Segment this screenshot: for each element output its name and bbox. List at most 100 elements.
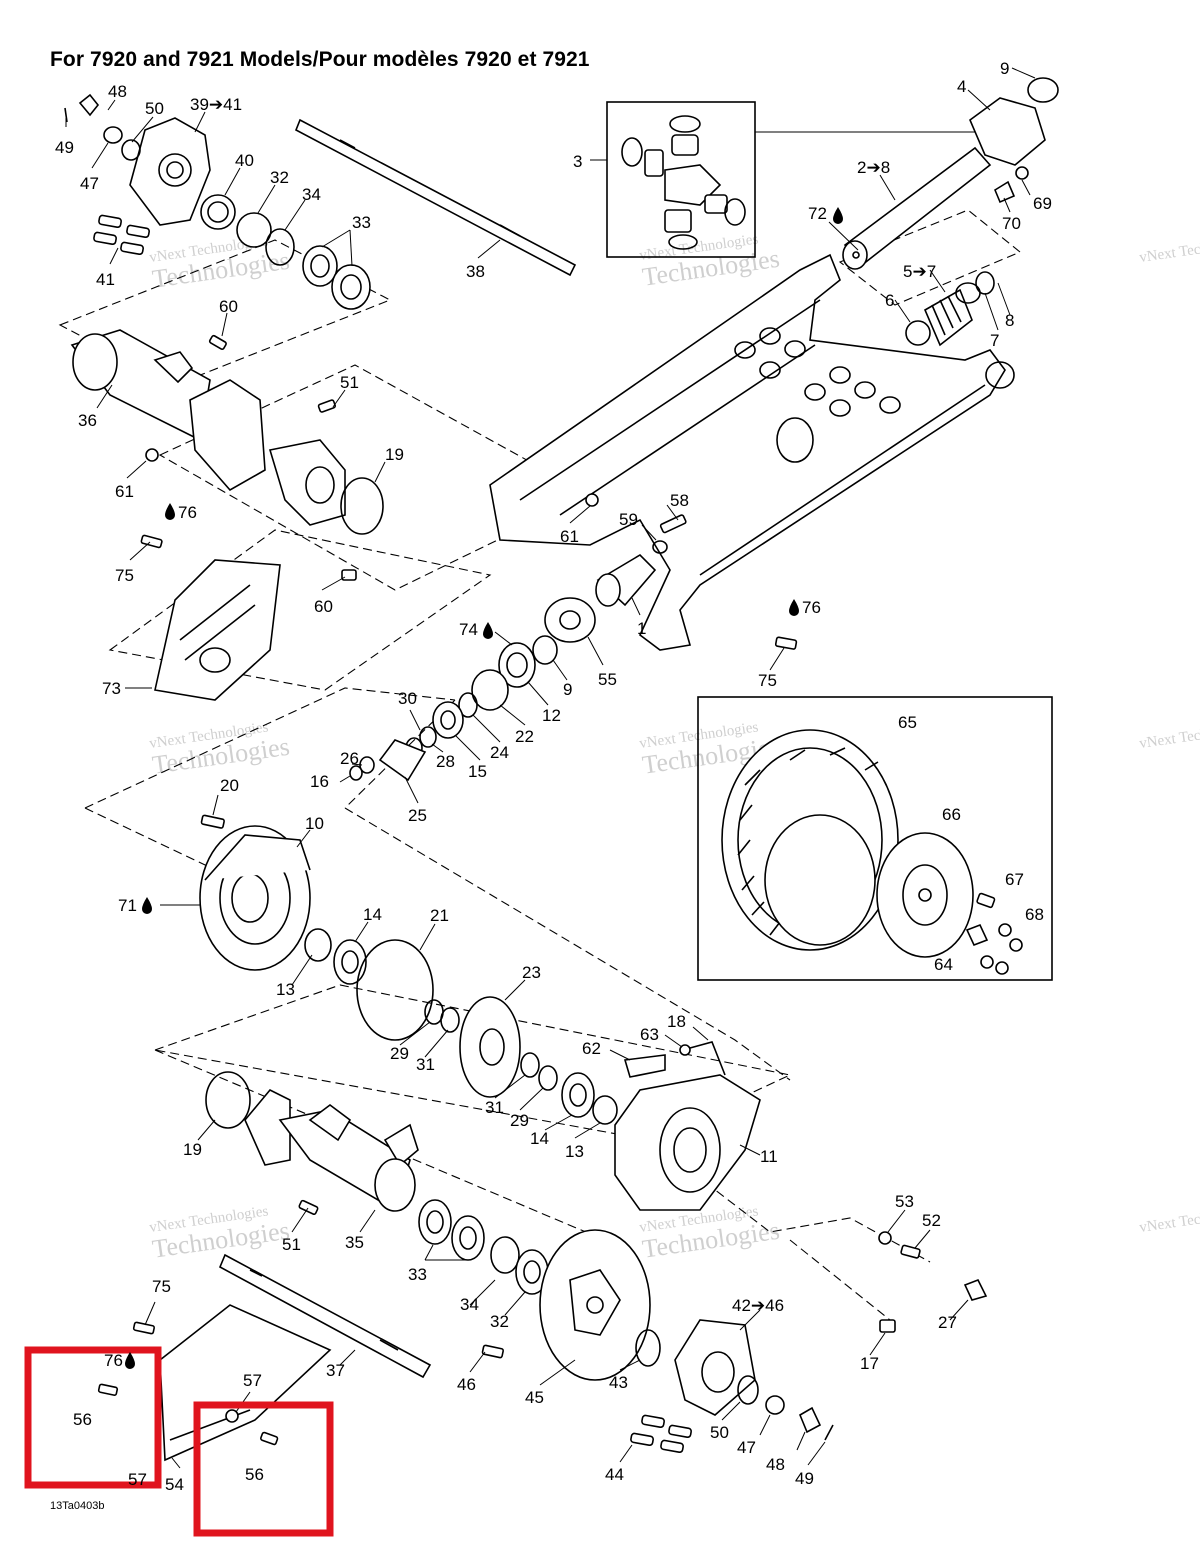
part-label: 49 (795, 1469, 814, 1488)
part-label: 47 (80, 174, 99, 193)
part-label: 59 (619, 510, 638, 529)
part-label: 20 (220, 776, 239, 795)
part-label: 64 (934, 955, 953, 974)
part-label: 28 (436, 752, 455, 771)
part-label: 14 (363, 905, 382, 924)
part-label: 42➔46 (732, 1296, 784, 1315)
axle-tube-35 (205, 1071, 549, 1295)
part-label: 46 (457, 1375, 476, 1394)
part-label: 69 (1033, 194, 1052, 213)
u-joint-parts (621, 115, 746, 250)
part-label: 11 (760, 1147, 778, 1166)
part-label: 76 (104, 1351, 123, 1370)
wheel-detail-box (697, 696, 1053, 981)
part-label: 13 (276, 980, 295, 999)
part-label: 76 (802, 598, 821, 617)
page-title: For 7920 and 7921 Models/Pour modèles 79… (50, 48, 590, 71)
part-label: 33 (352, 213, 371, 232)
part-label: 49 (55, 138, 74, 157)
part-label: 61 (560, 527, 579, 546)
swing-arm-frame (489, 253, 1015, 651)
part-label: 34 (302, 185, 321, 204)
part-label: 17 (860, 1354, 879, 1373)
part-label: 48 (108, 82, 127, 101)
part-label: 44 (605, 1465, 624, 1484)
figure-reference-code: 13Ta0403b (50, 1500, 105, 1512)
part-label: 12 (542, 706, 561, 725)
pinion-assembly (349, 514, 798, 782)
bracket-73 (140, 534, 357, 701)
part-label: 25 (408, 806, 427, 825)
oil-drop-icon (483, 622, 493, 639)
part-label: 31 (416, 1055, 435, 1074)
part-label: 43 (609, 1373, 628, 1392)
part-label: 61 (115, 482, 134, 501)
part-label: 53 (895, 1192, 914, 1211)
part-label: 51 (282, 1235, 301, 1254)
part-label: 45 (525, 1388, 544, 1407)
part-label: 74 (459, 620, 478, 639)
part-label: 8 (1005, 311, 1014, 330)
part-label: 75 (115, 566, 134, 585)
part-label: 30 (398, 689, 417, 708)
part-label: 55 (598, 670, 617, 689)
part-label: 56 (73, 1410, 92, 1429)
part-label: 58 (670, 491, 689, 510)
part-label: 63 (640, 1025, 659, 1044)
part-label: 38 (466, 262, 485, 281)
part-label: 35 (345, 1233, 364, 1252)
oil-drop-icon (142, 897, 152, 914)
drive-shaft-assembly (842, 77, 1059, 270)
part-label: 37 (326, 1361, 345, 1380)
highlight-box-left (24, 1346, 162, 1489)
part-label: 21 (430, 906, 449, 925)
part-label: 54 (165, 1475, 184, 1494)
highlight-box-right (193, 1401, 334, 1537)
part-label: 32 (270, 168, 289, 187)
cv-boot-assembly (905, 271, 995, 347)
wheel-tire-65-66 (721, 729, 1023, 975)
oil-drop-icon (165, 503, 175, 520)
oil-drop-icon (789, 599, 799, 616)
part-label: 18 (667, 1012, 686, 1031)
part-label: 71 (118, 896, 137, 915)
part-label: 60 (219, 297, 238, 316)
part-label: 40 (235, 151, 254, 170)
part-label: 60 (314, 597, 333, 616)
part-label: 4 (957, 77, 966, 96)
axle-shaft-37 (218, 1253, 432, 1379)
watermark-text: vNext Technologies (1138, 1203, 1200, 1236)
part-label: 67 (1005, 870, 1024, 889)
part-label: 19 (385, 445, 404, 464)
differential-housing-11 (614, 1041, 761, 1211)
axle-shaft-38 (294, 118, 577, 277)
guard-54 (97, 1304, 332, 1462)
part-label: 52 (922, 1211, 941, 1230)
part-label: 29 (390, 1044, 409, 1063)
part-label: 15 (468, 762, 487, 781)
part-label: 23 (522, 963, 541, 982)
part-label: 50 (145, 99, 164, 118)
hub-assembly-top (64, 93, 371, 310)
part-label: 65 (898, 713, 917, 732)
hub-assembly-bottom (630, 1319, 834, 1454)
part-label: 47 (737, 1438, 756, 1457)
part-label: 22 (515, 727, 534, 746)
part-label: 62 (582, 1039, 601, 1058)
part-label: 32 (490, 1312, 509, 1331)
part-label: 1 (637, 619, 646, 638)
part-label: 7 (990, 331, 999, 350)
part-label: 26 (340, 749, 359, 768)
part-label: 41 (96, 270, 115, 289)
part-label: 9 (1000, 59, 1009, 78)
part-label: 72 (808, 204, 827, 223)
part-label: 24 (490, 743, 509, 762)
part-label: 57 (128, 1470, 147, 1489)
part-label: 76 (178, 503, 197, 522)
part-label: 27 (938, 1313, 957, 1332)
part-label: 5➔7 (903, 262, 936, 281)
part-number-labels: 9 4 3 2➔8 69 70 72 5➔7 6 8 7 48 50 39➔41… (55, 59, 1052, 1494)
part-label: 16 (310, 772, 329, 791)
part-label: 13 (565, 1142, 584, 1161)
